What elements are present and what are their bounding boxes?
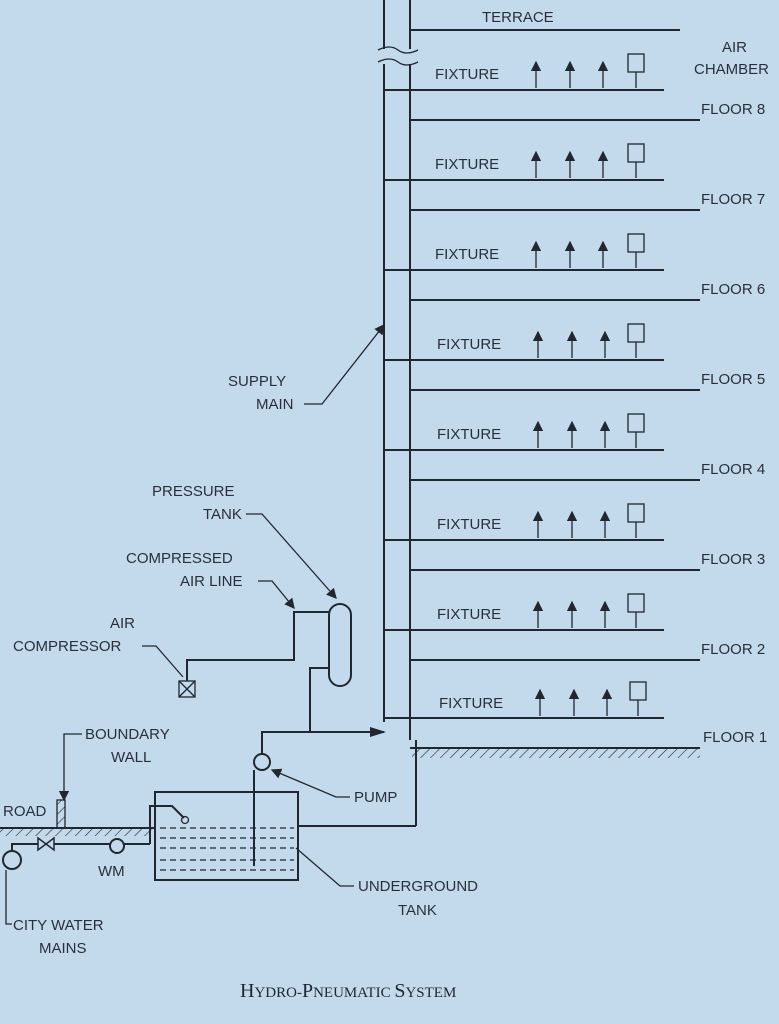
air-chamber (627, 413, 645, 448)
air-chamber (627, 143, 645, 178)
air-chamber-label-1: AIR (722, 39, 747, 56)
underground-tank-label-1: UNDERGROUND (358, 878, 478, 895)
supply-main-leader (304, 323, 385, 405)
air-chamber (627, 323, 645, 358)
terrace-label: TERRACE (482, 9, 554, 26)
floor-2: FIXTURE FLOOR 2 (384, 593, 765, 661)
boundary-wall-label-1: BOUNDARY (85, 726, 170, 743)
ground-hatch (412, 749, 700, 758)
fixture-outlets (532, 330, 611, 358)
floor-6: FIXTURE FLOOR 6 (384, 233, 765, 301)
underground-tank (149, 791, 299, 881)
fixture-label: FIXTURE (435, 156, 499, 173)
air-compressor-leader (142, 645, 184, 678)
floor-3: FIXTURE FLOOR 3 (384, 503, 765, 571)
fixture-label: FIXTURE (437, 516, 501, 533)
air-chamber (627, 503, 645, 538)
road-hatch (0, 829, 155, 836)
city-water-leader (5, 870, 12, 925)
fixture-label: FIXTURE (437, 336, 501, 353)
floor-5: FIXTURE FLOOR 5 (384, 323, 765, 391)
floor-8: FIXTURE FLOOR 8 (384, 53, 765, 121)
air-chamber-label-2: CHAMBER (694, 61, 769, 78)
floor-label: FLOOR 3 (701, 551, 765, 568)
pump-label: PUMP (354, 789, 397, 806)
fixture-outlets (534, 688, 613, 716)
underground-tank-label-2: TANK (398, 902, 437, 919)
underground-tank-leader (295, 847, 354, 887)
fixture-outlets (530, 60, 609, 88)
floor-1: FIXTURE FLOOR 1 (384, 681, 767, 758)
water-meter (109, 838, 125, 854)
pump-leader (270, 768, 350, 798)
flow-arrow (370, 727, 386, 737)
fixture-label: FIXTURE (439, 695, 503, 712)
air-compressor-label-2: COMPRESSOR (13, 638, 122, 655)
fixture-outlets (530, 240, 609, 268)
supply-main-riser (377, 0, 419, 740)
fixture-label: FIXTURE (435, 246, 499, 263)
compressed-air-leader (258, 580, 295, 610)
water-meter-label: WM (98, 863, 125, 880)
city-water-line (2, 843, 150, 870)
air-chamber (627, 233, 645, 268)
fixture-label: FIXTURE (435, 66, 499, 83)
fixture-outlets (530, 150, 609, 178)
city-water-label-1: CITY WATER (13, 917, 104, 934)
floor-label: FLOOR 4 (701, 461, 765, 478)
floor-label: FLOOR 2 (701, 641, 765, 658)
pressure-tank-label-2: TANK (203, 506, 242, 523)
boundary-wall (56, 799, 66, 829)
fixture-label: FIXTURE (437, 606, 501, 623)
gate-valve (37, 836, 55, 852)
pump (253, 753, 271, 866)
boundary-wall-leader (58, 733, 82, 802)
air-chamber (627, 593, 645, 628)
air-compressor (178, 680, 196, 698)
fixture-outlets (532, 600, 611, 628)
pressure-tank-label-1: PRESSURE (152, 483, 235, 500)
compressed-air-label-2: AIR LINE (180, 573, 243, 590)
figure-caption: HYDRO-PNEUMATIC SYSTEM (240, 980, 456, 1002)
floor-label: FLOOR 8 (701, 101, 765, 118)
air-chamber (627, 53, 645, 88)
supply-main-label-1: SUPPLY (228, 373, 286, 390)
air-compressor-label-1: AIR (110, 615, 135, 632)
fixture-label: FIXTURE (437, 426, 501, 443)
road-label: ROAD (3, 803, 47, 820)
pressure-tank-leader (246, 513, 337, 599)
air-chamber (629, 681, 647, 716)
supply-main-label-2: MAIN (256, 396, 294, 413)
city-water-label-2: MAINS (39, 940, 87, 957)
floor-label: FLOOR 7 (701, 191, 765, 208)
floor-4: FIXTURE FLOOR 4 (384, 413, 765, 481)
fixture-outlets (532, 420, 611, 448)
fixture-outlets (532, 510, 611, 538)
pressure-tank (309, 603, 352, 732)
boundary-wall-label-2: WALL (111, 749, 151, 766)
floor-label: FLOOR 1 (703, 729, 767, 746)
pump-discharge-pipe (261, 731, 384, 754)
compressed-air-line (186, 611, 329, 681)
compressed-air-label-1: COMPRESSED (126, 550, 233, 567)
floor-label: FLOOR 5 (701, 371, 765, 388)
floor-label: FLOOR 6 (701, 281, 765, 298)
floor-7: FIXTURE FLOOR 7 (384, 143, 765, 211)
